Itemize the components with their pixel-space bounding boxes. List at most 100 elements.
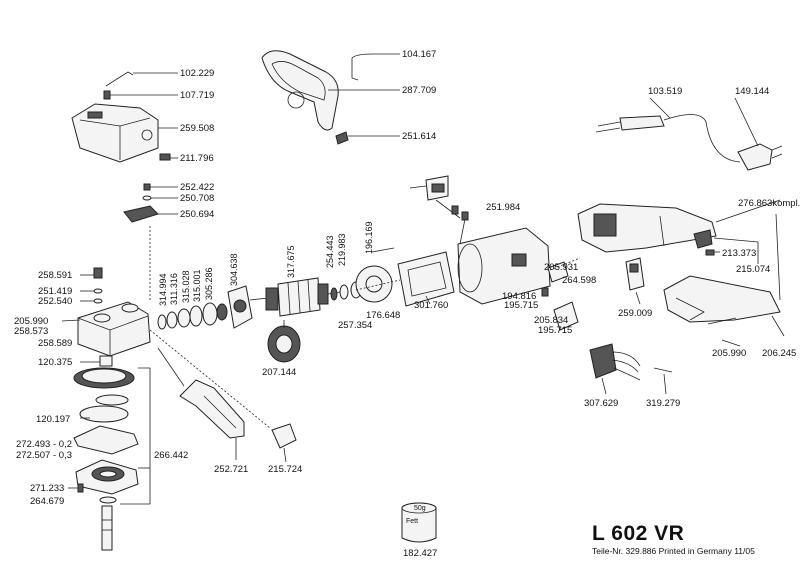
model-title: L 602 VR [592, 522, 685, 545]
switch-parts [541, 261, 579, 331]
label-305286: 305.286 [204, 267, 214, 300]
label-104167: 104.167 [402, 49, 437, 60]
label-272493: 272.493 - 0,2 [16, 439, 72, 450]
label-206245: 206.245 [762, 348, 797, 359]
label-195715-b: 195.715 [538, 325, 573, 336]
fan-207144 [267, 320, 301, 363]
bow-handle-287709 [261, 50, 400, 131]
bearing-flange-304638 [227, 285, 253, 329]
handle-housing-276863 [577, 199, 781, 253]
label-251614: 251.614 [402, 131, 437, 142]
armature-317675 [249, 277, 341, 317]
label-176648: 176.648 [366, 310, 401, 321]
label-258591: 258.591 [38, 270, 73, 281]
screw-252422 [143, 183, 178, 191]
clip-215724 [271, 423, 297, 463]
label-207144: 207.144 [262, 367, 297, 378]
motor-housing-251984 [457, 213, 551, 305]
label-182427: 182.427 [403, 548, 438, 559]
switch-259009 [625, 257, 645, 305]
field-coil-301760 [397, 251, 455, 307]
label-266442: 266.442 [154, 450, 189, 461]
label-205990-right: 205.990 [712, 348, 747, 359]
screw-213373 [705, 249, 720, 256]
screw-211796 [159, 153, 178, 161]
label-258589: 258.589 [38, 338, 73, 349]
grease-tin-182427 [401, 502, 437, 543]
label-259009: 259.009 [618, 308, 653, 319]
label-252422: 252.422 [180, 182, 215, 193]
label-301760: 301.760 [414, 300, 449, 311]
bearing-120375 [80, 355, 113, 367]
label-219983: 219.983 [337, 233, 347, 266]
ring-120197 [79, 394, 129, 423]
label-103519: 103.519 [648, 86, 683, 97]
assembly-guide-lines [149, 226, 581, 429]
hex-key-102229 [105, 71, 178, 87]
bearing-plate-266442 [75, 459, 139, 495]
label-102229: 102.229 [180, 68, 215, 79]
label-251984: 251.984 [486, 202, 521, 213]
label-196169: 196.169 [364, 221, 374, 254]
bolt-258591 [80, 267, 103, 279]
label-205834: 205.834 [534, 315, 569, 326]
label-271233: 271.233 [30, 483, 65, 494]
brush-parts [451, 205, 469, 221]
label-311316: 311.316 [169, 273, 179, 305]
label-205990-left: 205.990 [14, 316, 49, 327]
label-250694: 250.694 [180, 209, 215, 220]
label-304638: 304.638 [229, 253, 239, 286]
label-254443: 254.443 [325, 235, 335, 268]
washer-252540 [80, 298, 103, 304]
label-258573: 258.573 [14, 326, 49, 337]
label-315028: 315.028 [181, 270, 191, 303]
screw-251614 [335, 131, 400, 145]
brush-holder [409, 175, 461, 219]
gear-head-258589 [77, 301, 151, 357]
cable-clamp-215074 [693, 229, 759, 264]
bevel-gear [73, 367, 135, 389]
baffle-176648 [355, 265, 393, 303]
label-149144: 149.144 [735, 86, 770, 97]
label-252721: 252.721 [214, 464, 249, 475]
screw-271233 [68, 483, 84, 493]
bracket-266442 [120, 367, 151, 505]
screw-206245 [771, 315, 785, 337]
label-319279: 319.279 [646, 398, 681, 409]
sleeve-319279 [653, 367, 673, 395]
label-195715-a: 195.715 [504, 300, 539, 311]
label-215724: 215.724 [268, 464, 303, 475]
washer-250708 [142, 195, 178, 201]
clamp-250694 [123, 205, 178, 223]
label-205931: 205.931 [544, 262, 579, 273]
label-215074: 215.074 [736, 264, 771, 275]
plug-149144 [734, 97, 783, 171]
label-264598: 264.598 [562, 275, 597, 286]
power-cord-103519 [595, 97, 741, 163]
label-317675: 317.675 [286, 245, 296, 278]
label-276863: 276.863kompl. [738, 198, 801, 209]
label-272507: 272.507 - 0,3 [16, 450, 72, 461]
label-194816: 194.816 [502, 291, 537, 302]
screws-205990-right [707, 317, 741, 347]
label-213373: 213.373 [722, 248, 757, 259]
bearing-stack [157, 302, 228, 330]
label-259508: 259.508 [180, 123, 215, 134]
screw-107719 [103, 90, 178, 100]
label-120197: 120.197 [36, 414, 71, 425]
flange-272493 [73, 425, 139, 455]
electronics-307629 [589, 343, 641, 395]
side-handle-252721 [157, 347, 245, 460]
screw-196169 [371, 247, 395, 253]
label-314994: 314.994 [158, 273, 168, 306]
label-315001: 315.001 [192, 269, 202, 302]
label-257354: 257.354 [338, 320, 373, 331]
label-307629: 307.629 [584, 398, 619, 409]
ring-251419 [80, 288, 103, 294]
label-250708: 250.708 [180, 193, 215, 204]
grease-fett-label: Fett [406, 518, 419, 525]
gear-cover-259508 [71, 103, 178, 163]
label-107719: 107.719 [180, 90, 215, 101]
